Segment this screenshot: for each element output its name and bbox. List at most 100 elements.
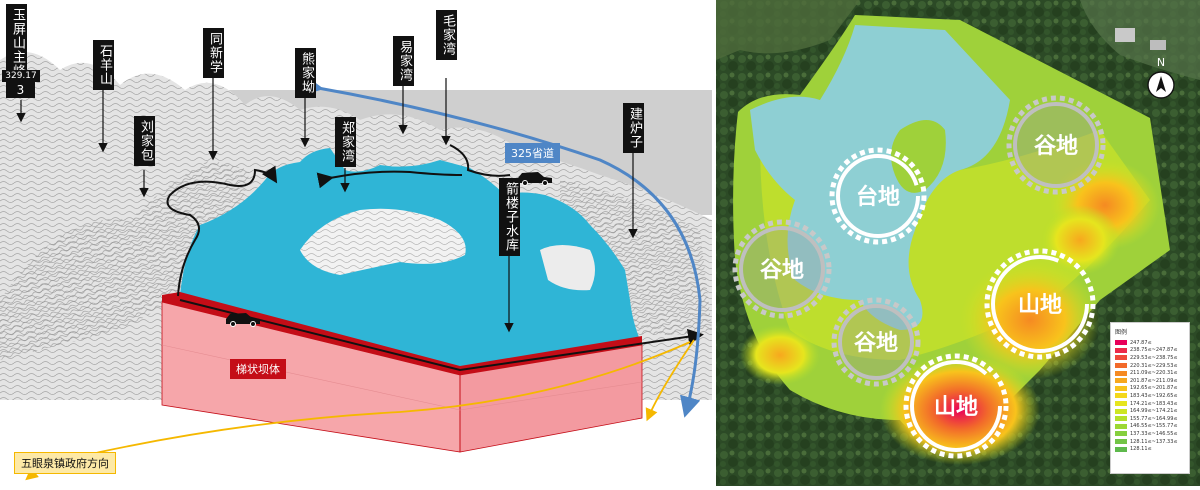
road-label: 325省道 [505,143,560,163]
legend-label: 238.75≤~247.87≤ [1130,347,1178,354]
legend-label: 128.11≤ [1130,446,1152,453]
building [1150,40,1166,50]
peak-mark: 3 [6,82,35,98]
legend-swatch [1115,363,1127,369]
legend-item: 137.33≤~146.55≤ [1115,430,1185,438]
legend-item: 229.53≤~238.75≤ [1115,354,1185,362]
label-leaders [16,78,638,333]
building [1115,28,1135,42]
zone-ring [838,304,914,380]
place-label-zhengjiawan: 郑家湾 [335,117,356,167]
legend-label: 229.53≤~238.75≤ [1130,354,1178,361]
panel-divider [712,0,716,486]
north-arrow-icon [1147,71,1175,99]
zone-dashed-ring [829,147,927,245]
place-label-shiyangshan: 石羊山 [93,40,114,90]
place-label-jianluzi: 建炉子 [623,103,644,153]
legend-label: 128.11≤~137.33≤ [1130,438,1178,445]
dam-label: 梯状坝体 [230,359,286,379]
provincial-road-arrow [301,75,702,418]
zone-ring [739,226,825,312]
place-label-maojiawan: 毛家湾 [436,10,457,60]
legend-item: 201.87≤~211.09≤ [1115,377,1185,385]
zone-ring [991,255,1089,353]
legend-item: 238.75≤~247.87≤ [1115,347,1185,355]
legend-label: 247.87≤ [1130,339,1152,346]
zone-terrace: 台地 [829,147,927,245]
terrain-ridges [0,160,250,360]
legend-label: 137.33≤~146.55≤ [1130,430,1178,437]
reservoir-road [166,165,278,297]
zone-ring [1013,102,1099,188]
legend-label: 211.09≤~220.31≤ [1130,370,1178,377]
legend-item: 164.99≤~174.21≤ [1115,407,1185,415]
peak-elevation: 329.17 [2,70,40,82]
zone-mountain: 山地 [903,353,1009,459]
legend-swatch [1115,370,1127,376]
reservoir-3d-panel [0,52,712,481]
place-label-liujiabao: 刘家包 [134,116,155,166]
legend-label: 201.87≤~211.09≤ [1130,377,1178,384]
town-direction-label: 五眼泉镇政府方向 [14,452,116,474]
farmland-patch [716,0,860,60]
legend-item: 183.43≤~192.65≤ [1115,392,1185,400]
zone-dashed-ring [732,219,832,319]
zone-valley: 谷地 [831,297,921,387]
legend-item: 146.55≤~155.77≤ [1115,423,1185,431]
legend-label: 220.31≤~229.53≤ [1130,362,1178,369]
legend-label: 192.65≤~201.87≤ [1130,385,1178,392]
zone-label: 山地 [934,395,978,420]
zone-label: 谷地 [760,258,804,283]
town-direction-arrow-branch [645,339,695,422]
legend-item: 174.21≤~183.43≤ [1115,400,1185,408]
legend-item: 247.87≤ [1115,339,1185,347]
legend-swatch [1115,355,1127,361]
zone-label: 台地 [856,184,900,210]
place-label-tongxinxue: 同新学 [203,28,224,78]
elevation-map-panel [716,0,1200,486]
elevation-legend: 图例 247.87≤238.75≤~247.87≤229.53≤~238.75≤… [1110,322,1190,474]
reservoir-label: 箭楼子水库 [499,178,520,256]
zone-dashed-ring [831,297,921,387]
north-label: N [1157,56,1165,69]
legend-swatch [1115,408,1127,414]
legend-swatch [1115,378,1127,384]
legend-label: 146.55≤~155.77≤ [1130,423,1178,430]
heat-hotspot [740,325,820,385]
legend-label: 183.43≤~192.65≤ [1130,392,1178,399]
legend-swatch [1115,423,1127,429]
car-icon [226,313,260,327]
legend-swatch [1115,416,1127,422]
legend-item: 220.31≤~229.53≤ [1115,362,1185,370]
reservoir-water-right [750,25,1010,330]
peak-label: 玉屏山主峰 [6,4,27,82]
zone-valley: 谷地 [1006,95,1106,195]
legend-swatch [1115,347,1127,353]
zone-ring [910,360,1002,452]
legend-title: 图例 [1115,329,1128,336]
legend-label: 155.77≤~164.99≤ [1130,415,1178,422]
legend-rows: 247.87≤238.75≤~247.87≤229.53≤~238.75≤220… [1115,339,1185,453]
place-label-xiongjiaao: 熊家坳 [295,48,316,98]
legend-swatch [1115,431,1127,437]
legend-swatch [1115,446,1127,452]
legend-swatch [1115,439,1127,445]
legend-swatch [1115,393,1127,399]
zone-ring [836,154,920,238]
legend-item: 128.11≤ [1115,445,1185,453]
zone-valley: 谷地 [732,219,832,319]
legend-item: 128.11≤~137.33≤ [1115,438,1185,446]
legend-label: 174.21≤~183.43≤ [1130,400,1178,407]
zone-mountain: 山地 [984,248,1096,360]
zone-label: 谷地 [854,331,898,356]
place-label-yijiawan: 易家湾 [393,36,414,86]
zone-label: 谷地 [1034,134,1078,159]
legend-item: 192.65≤~201.87≤ [1115,385,1185,393]
farmland-patch [1080,0,1200,80]
legend-swatch [1115,401,1127,407]
zone-label: 山地 [1018,293,1062,318]
legend-swatch [1115,385,1127,391]
